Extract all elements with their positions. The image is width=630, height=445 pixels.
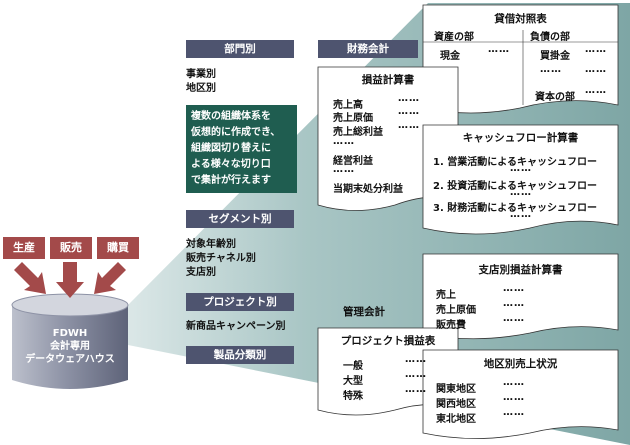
region-sales-item: 関西地区	[436, 399, 476, 410]
arrow-icon	[94, 262, 126, 294]
source-sales: 販売	[50, 237, 92, 259]
dots: ……	[510, 209, 532, 220]
cylinder-body	[12, 305, 128, 389]
dots: ……	[540, 64, 562, 75]
branch-pl-item: 販売費	[436, 320, 466, 331]
category-financial: 財務会計	[318, 40, 418, 58]
project-pl-item: 一般	[343, 361, 363, 372]
region-sales-doc	[422, 349, 619, 439]
cash-flow-doc	[422, 124, 619, 235]
dots: ……	[405, 369, 427, 380]
dimension-segment: セグメント別	[186, 210, 294, 228]
dots: ……	[398, 120, 420, 131]
dots: ……	[405, 384, 427, 395]
branch-pl-item: 売上	[436, 290, 456, 301]
income-item: 当期末処分利益	[333, 184, 403, 195]
dots: ……	[503, 377, 525, 388]
dots: ……	[585, 85, 607, 96]
branch-pl-item: 売上原価	[436, 305, 476, 316]
source-purchasing: 購買	[97, 237, 139, 259]
dimension-item: 支店別	[186, 267, 216, 278]
dots: ……	[488, 44, 510, 55]
dots: ……	[503, 392, 525, 403]
liability-item: 資本の部	[535, 92, 575, 103]
dots: ……	[333, 164, 355, 175]
dimension-item: 新商品キャンペーン別	[186, 321, 286, 332]
dimension-product: 製品分類別	[186, 346, 294, 364]
income-item: 売上原価	[333, 113, 373, 124]
source-production: 生産	[3, 237, 45, 259]
project-pl-item: 特殊	[343, 391, 363, 402]
branch-pl-title: 支店別損益計算書	[478, 264, 563, 276]
dimension-item: 地区別	[186, 83, 216, 94]
income-item: 売上総利益	[333, 127, 383, 138]
income-item: 経営利益	[333, 156, 373, 167]
dots: ……	[503, 407, 525, 418]
arrow-icon	[14, 262, 46, 294]
asset-item: 現金	[440, 51, 460, 62]
liabilities-header: 負債の部	[530, 32, 570, 43]
cash-flow-item: 1. 営業活動によるキャッシュフロー	[433, 157, 597, 168]
income-item: 売上高	[333, 100, 363, 111]
dots: ……	[398, 106, 420, 117]
dots: ……	[510, 187, 532, 198]
cash-flow-item: 3. 財務活動によるキャッシュフロー	[433, 203, 597, 214]
region-sales-item: 関東地区	[436, 384, 476, 395]
dots: ……	[503, 283, 525, 294]
dimension-item: 販売チャネル別	[186, 253, 256, 264]
cash-flow-item: 2. 投資活動によるキャッシュフロー	[433, 181, 597, 192]
dimension-item: 対象年齢別	[186, 239, 236, 250]
dimension-project: プロジェクト別	[186, 293, 294, 311]
income-statement-title: 損益計算書	[361, 74, 415, 86]
note-box: 複数の組織体系を 仮想的に作成でき、 組織図切り替えに よる様々な切り口 で集計…	[186, 105, 297, 193]
assets-header: 資産の部	[434, 32, 474, 43]
dots: ……	[405, 354, 427, 365]
dots: ……	[585, 44, 607, 55]
cash-flow-title: キャッシュフロー計算書	[462, 132, 579, 144]
warehouse-label: FDWH 会計専用 データウェアハウス	[25, 328, 115, 365]
region-sales-title: 地区別売上状況	[483, 358, 558, 370]
balance-sheet-title: 貸借対照表	[494, 13, 547, 25]
arrow-icon	[56, 262, 84, 298]
dots: ……	[333, 136, 355, 147]
dots: ……	[398, 93, 420, 104]
project-pl-item: 大型	[343, 376, 363, 387]
dots: ……	[503, 298, 525, 309]
dots: ……	[503, 313, 525, 324]
region-sales-item: 東北地区	[436, 414, 476, 425]
dots: ……	[585, 64, 607, 75]
dimension-item: 事業別	[186, 69, 216, 80]
category-management: 管理会計	[343, 306, 385, 318]
dimension-bumon: 部門別	[186, 40, 294, 58]
project-pl-title: プロジェクト損益表	[340, 335, 436, 347]
dots: ……	[510, 163, 532, 174]
liability-item: 買掛金	[540, 51, 570, 62]
